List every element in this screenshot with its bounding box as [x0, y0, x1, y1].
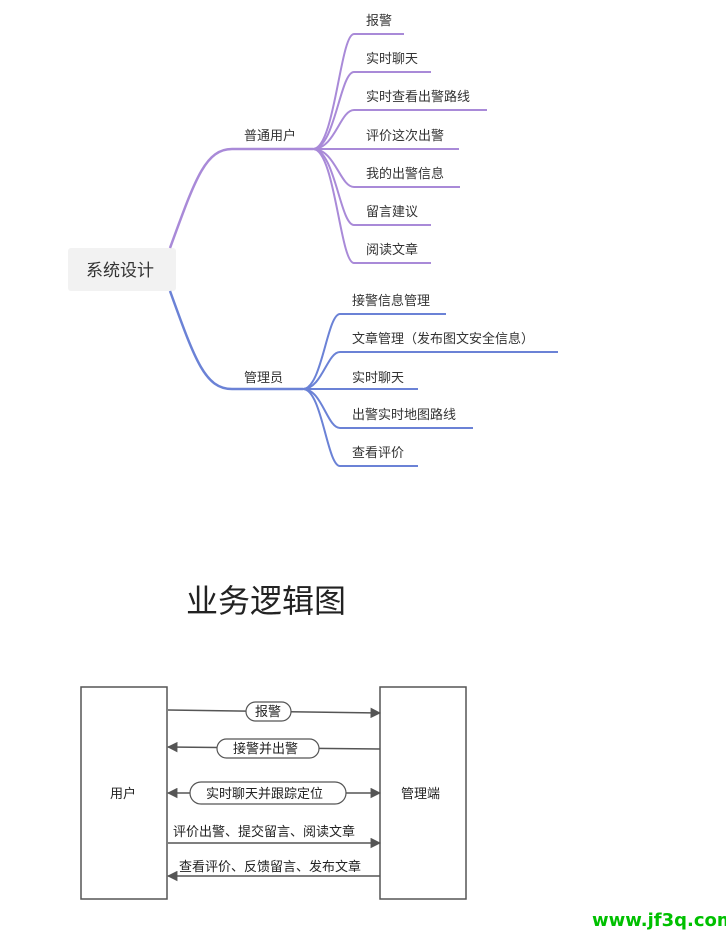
- message-label: 评价出警、提交留言、阅读文章: [173, 824, 355, 840]
- admin-leaves: 接警信息管理 文章管理（发布图文安全信息） 实时聊天 出警实时地图路线 查看评价: [302, 293, 558, 467]
- message-label: 实时聊天并跟踪定位: [206, 787, 323, 802]
- watermark: www.jf3q.com: [592, 910, 726, 931]
- mindmap: 系统设计 普通用户 管理员 报警 实时聊天 实时查看出警路线 评价这次出警 我的…: [68, 13, 558, 467]
- branch-user-label[interactable]: 普通用户: [244, 128, 296, 144]
- user-leaf-line: [312, 148, 460, 188]
- user-leaf-label[interactable]: 实时聊天: [366, 52, 418, 67]
- connector-root-user: [168, 147, 313, 249]
- root-label: 系统设计: [86, 261, 154, 281]
- admin-box-label: 管理端: [401, 787, 440, 802]
- admin-leaf-label[interactable]: 接警信息管理: [352, 293, 430, 309]
- message-pill[interactable]: [245, 701, 292, 722]
- root-node[interactable]: [68, 248, 176, 291]
- admin-leaf-line: [302, 388, 473, 429]
- admin-leaf-line: [302, 388, 418, 467]
- message-pill[interactable]: [189, 781, 347, 805]
- flow-title: 业务逻辑图: [186, 582, 346, 620]
- user-leaf-line: [312, 71, 431, 150]
- user-leaf-line: [312, 148, 431, 264]
- connector-root-admin: [168, 290, 303, 391]
- flow-diagram: 用户 管理端 报警 接警并出警 实时聊天并跟踪定位 评价出警、提交留言、阅读文章…: [80, 686, 467, 900]
- user-leaf-label[interactable]: 评价这次出警: [366, 128, 444, 144]
- message-label: 查看评价、反馈留言、发布文章: [179, 859, 361, 875]
- admin-leaf-label[interactable]: 出警实时地图路线: [352, 407, 456, 423]
- admin-leaf-label[interactable]: 查看评价: [352, 445, 404, 461]
- admin-leaf-label[interactable]: 实时聊天: [352, 371, 404, 386]
- user-leaf-label[interactable]: 我的出警信息: [366, 166, 444, 182]
- user-leaf-label[interactable]: 阅读文章: [366, 242, 418, 258]
- user-box-label: 用户: [110, 786, 136, 802]
- user-leaf-line: [312, 33, 404, 150]
- message-pill[interactable]: [216, 738, 320, 759]
- user-leaf-label[interactable]: 实时查看出警路线: [366, 89, 470, 105]
- user-leaf-label[interactable]: 报警: [366, 13, 392, 29]
- admin-leaf-line: [302, 313, 446, 390]
- admin-leaf-line: [302, 351, 558, 390]
- user-leaves: 报警 实时聊天 实时查看出警路线 评价这次出警 我的出警信息 留言建议 阅读文章: [312, 13, 487, 264]
- message-label: 接警并出警: [233, 741, 298, 757]
- user-leaf-label[interactable]: 留言建议: [366, 205, 418, 220]
- message-label: 报警: [255, 704, 281, 720]
- user-leaf-line: [312, 109, 487, 150]
- admin-leaf-label[interactable]: 文章管理（发布图文安全信息）: [352, 331, 534, 347]
- user-box[interactable]: [80, 686, 168, 900]
- branch-admin-label[interactable]: 管理员: [244, 371, 283, 386]
